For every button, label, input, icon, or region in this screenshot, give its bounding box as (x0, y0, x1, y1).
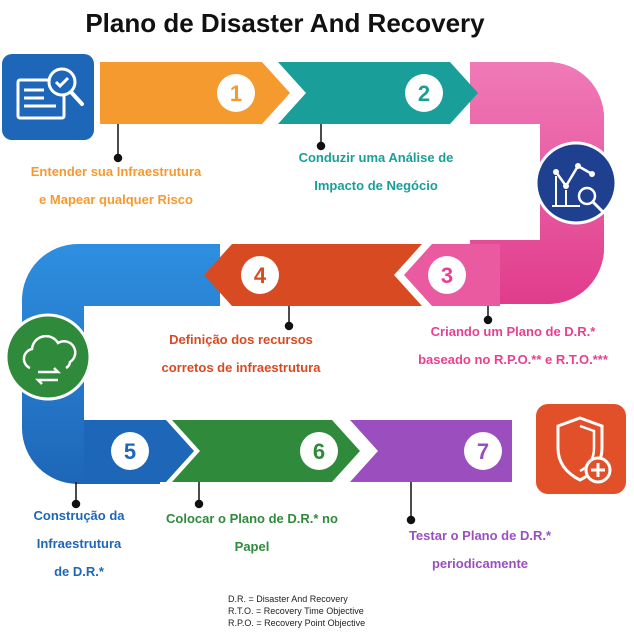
step-label-6: Colocar o Plano de D.R.* no Papel (166, 511, 338, 554)
left-connector (22, 244, 220, 484)
label-pins (71, 124, 493, 525)
arrow-step-7 (350, 420, 512, 482)
step-label-5: Construção da Infraestrutura de D.R.* (33, 508, 125, 579)
legend-item: D.R. = Disaster And Recovery (228, 594, 348, 604)
chart-search-icon (534, 141, 618, 225)
number-badges: 1 2 3 4 5 6 7 (111, 74, 502, 470)
step-label-1: Entender sua Infraestrutura e Mapear qua… (30, 164, 202, 207)
cloud-sync-icon (4, 313, 92, 401)
step-number-2: 2 (418, 81, 430, 106)
arrow-step-2 (278, 62, 478, 124)
step-label-2: Conduzir uma Análise de Impacto de Negóc… (298, 150, 454, 193)
step-number-3: 3 (441, 263, 453, 288)
abbreviation-legend: D.R. = Disaster And Recovery R.T.O. = Re… (228, 593, 365, 629)
step-number-5: 5 (124, 439, 136, 464)
step-label-3: Criando um Plano de D.R.* baseado no R.P… (418, 324, 608, 367)
right-connector-inner (470, 62, 604, 304)
step-number-7: 7 (477, 439, 489, 464)
legend-item: R.P.O. = Recovery Point Objective (228, 618, 366, 628)
shield-plus-icon (536, 404, 626, 494)
step-label-7: Testar o Plano de D.R.* periodicamente (408, 528, 552, 571)
legend-item: R.T.O. = Recovery Time Objective (228, 606, 364, 616)
arrow-step-4 (204, 244, 422, 306)
arrow-step-1 (100, 62, 290, 124)
page-title: Plano de Disaster And Recovery (85, 8, 485, 38)
document-search-icon (2, 54, 94, 140)
step-number-4: 4 (254, 263, 267, 288)
step-label-4: Definição dos recursos corretos de infra… (161, 332, 321, 375)
step-number-6: 6 (313, 439, 325, 464)
step-number-1: 1 (230, 81, 242, 106)
